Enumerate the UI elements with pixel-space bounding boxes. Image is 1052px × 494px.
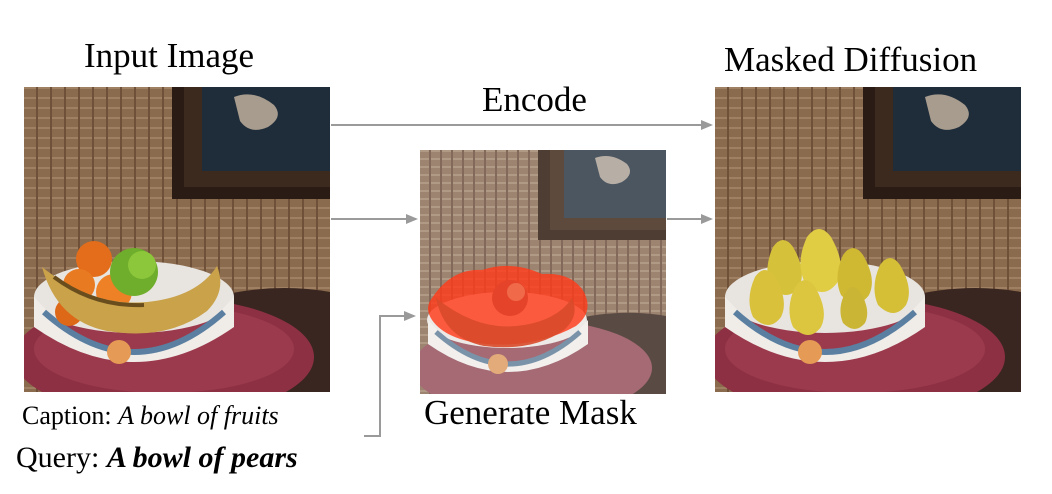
input-image-panel xyxy=(24,87,330,392)
mask-image-illustration xyxy=(420,150,666,394)
input-image-title: Input Image xyxy=(84,36,255,75)
output-image-illustration xyxy=(715,87,1021,392)
query-line: Query: A bowl of pears xyxy=(16,441,298,475)
masked-diffusion-title: Masked Diffusion xyxy=(724,40,978,79)
caption-prefix: Caption: xyxy=(22,401,112,430)
mask-image-panel xyxy=(420,150,666,394)
input-image-illustration xyxy=(24,87,330,392)
caption-text: A bowl of fruits xyxy=(118,401,279,430)
query-prefix: Query: xyxy=(16,441,100,474)
caption-line: Caption: A bowl of fruits xyxy=(22,401,279,431)
query-text: A bowl of pears xyxy=(106,441,298,474)
generate-mask-label: Generate Mask xyxy=(424,393,637,432)
query-to-mask-arrow xyxy=(364,311,416,437)
encode-label: Encode xyxy=(482,80,587,119)
output-image-panel xyxy=(715,87,1021,392)
